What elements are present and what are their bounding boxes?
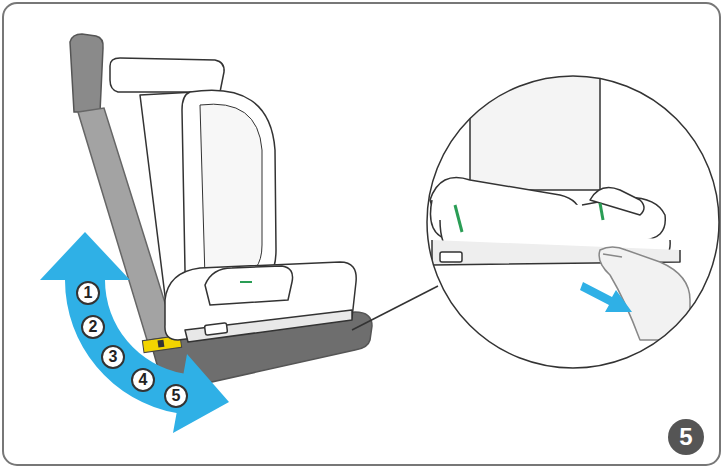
leader-line bbox=[352, 286, 438, 330]
number-text: 2 bbox=[89, 319, 98, 335]
callout-number: 5 bbox=[164, 384, 188, 408]
number-text: 5 bbox=[679, 425, 692, 449]
callout-number: 2 bbox=[81, 315, 105, 339]
frame bbox=[3, 3, 720, 465]
number-text: 4 bbox=[139, 372, 148, 388]
callout-number: 4 bbox=[131, 368, 155, 392]
step-number: 5 bbox=[668, 419, 704, 455]
rotation-arrow bbox=[40, 232, 229, 433]
number-text: 1 bbox=[84, 285, 93, 301]
child-seat bbox=[110, 58, 356, 342]
callout-number: 1 bbox=[76, 281, 100, 305]
zoom-detail bbox=[427, 70, 719, 368]
callout-number: 3 bbox=[101, 345, 125, 369]
number-text: 3 bbox=[109, 349, 118, 365]
number-text: 5 bbox=[172, 388, 181, 404]
